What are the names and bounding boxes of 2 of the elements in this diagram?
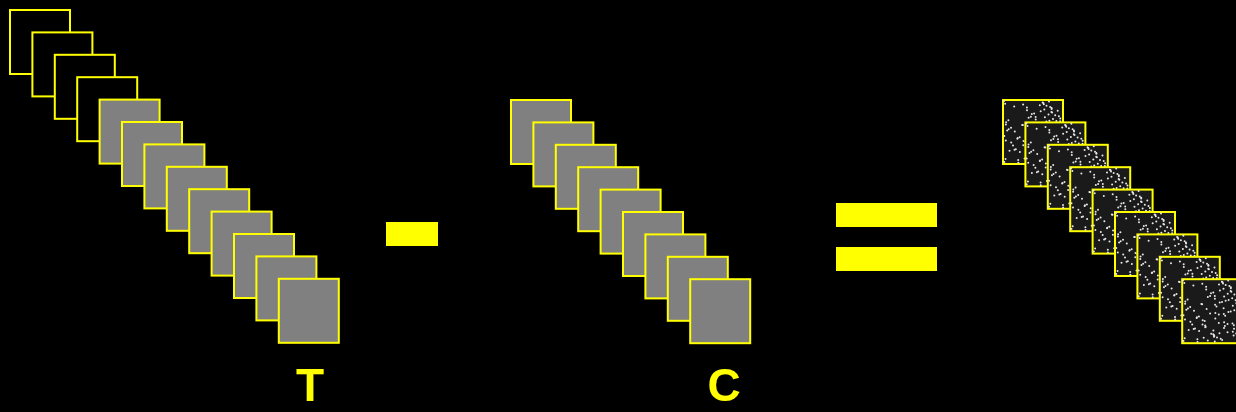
- stack-label: C: [707, 362, 741, 408]
- stack-label: T: [295, 362, 325, 408]
